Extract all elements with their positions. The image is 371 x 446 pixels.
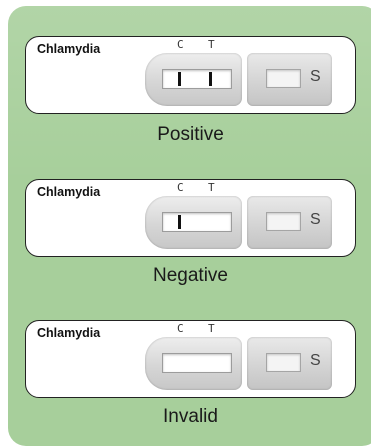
result-window <box>162 353 232 373</box>
sample-well <box>266 69 301 88</box>
test-line-label: T <box>208 38 215 51</box>
sample-label: S <box>310 352 321 369</box>
result-caption-negative: Negative <box>153 265 228 286</box>
test-card-negative: Chlamydia C T S <box>25 179 356 257</box>
result-window <box>162 212 232 232</box>
result-cassette <box>145 337 242 390</box>
control-line-label: C <box>177 322 184 335</box>
card-title: Chlamydia <box>37 326 101 340</box>
card-title: Chlamydia <box>37 185 101 199</box>
control-band <box>178 215 181 229</box>
test-band <box>209 72 212 86</box>
control-line-label: C <box>177 181 184 194</box>
sample-area: S <box>247 196 332 249</box>
sample-well <box>266 212 301 231</box>
result-caption-invalid: Invalid <box>163 406 218 427</box>
result-cassette <box>145 196 242 249</box>
test-line-label: T <box>208 322 215 335</box>
card-title: Chlamydia <box>37 42 101 56</box>
control-band <box>178 72 181 86</box>
control-line-label: C <box>177 38 184 51</box>
sample-area: S <box>247 337 332 390</box>
test-line-label: T <box>208 181 215 194</box>
sample-label: S <box>310 68 321 85</box>
sample-area: S <box>247 53 332 106</box>
result-cassette <box>145 53 242 106</box>
sample-well <box>266 353 301 372</box>
test-card-invalid: Chlamydia C T S <box>25 320 356 398</box>
result-caption-positive: Positive <box>157 124 224 145</box>
test-card-positive: Chlamydia C T S <box>25 36 356 114</box>
sample-label: S <box>310 211 321 228</box>
result-window <box>162 69 232 89</box>
